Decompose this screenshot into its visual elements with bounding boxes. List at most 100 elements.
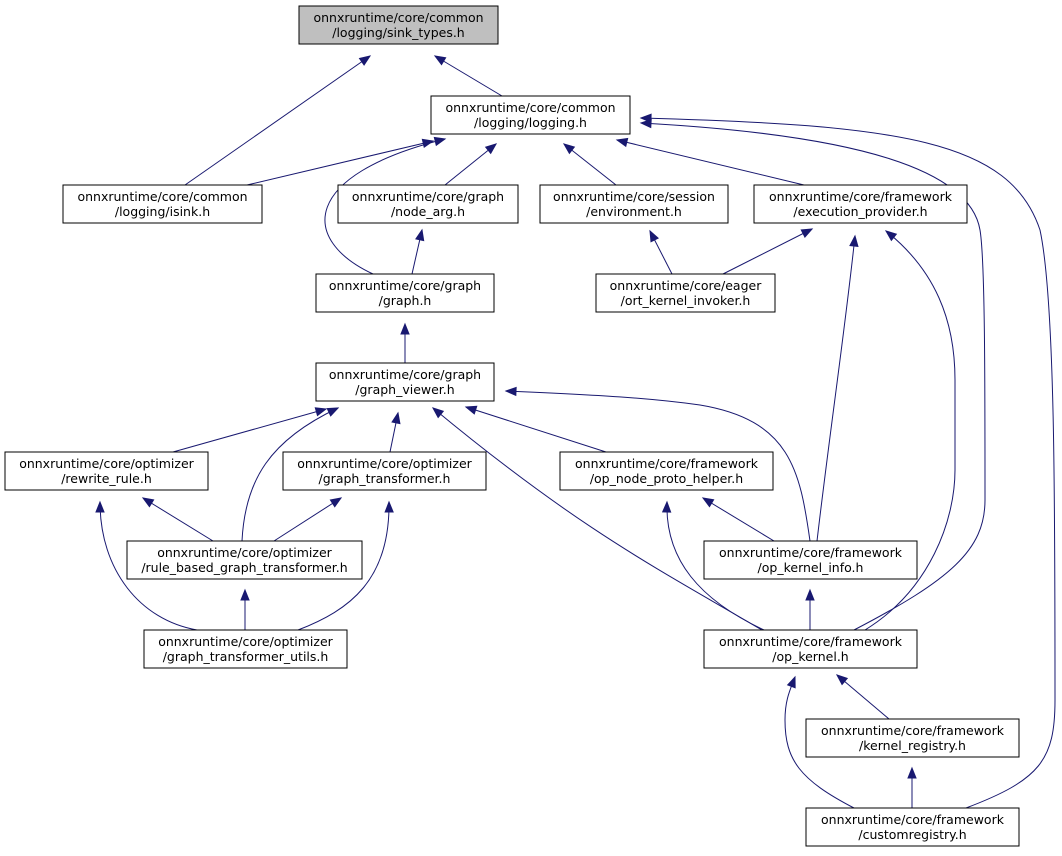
arrowhead-icon	[95, 500, 105, 513]
node-label-line: /environment.h	[586, 204, 682, 219]
node-label-line: onnxruntime/core/framework	[821, 812, 1005, 827]
node-box[interactable]	[315, 362, 495, 402]
edge-op_kernel-to-op_node_proto_helper	[661, 500, 765, 631]
node-node-arg[interactable]: onnxruntime/core/graph/node_arg.h	[337, 184, 519, 224]
edge-line	[640, 122, 986, 631]
node-box[interactable]	[337, 184, 519, 224]
node-label-line: /op_kernel.h	[772, 649, 848, 664]
edge-line	[640, 117, 1056, 809]
edge-line	[172, 408, 327, 453]
edge-line	[616, 139, 805, 186]
node-rewrite-rule[interactable]: onnxruntime/core/optimizer/rewrite_rule.…	[4, 451, 209, 491]
node-graph[interactable]: onnxruntime/core/graph/graph.h	[315, 273, 495, 313]
edge-op_kernel_info-to-graph_viewer	[504, 386, 811, 542]
node-box[interactable]	[4, 451, 209, 491]
edge-op_kernel_info-to-execution_provider	[816, 234, 859, 542]
edge-rule_based_graph_transformer-to-graph_viewer	[241, 407, 340, 542]
node-execution-provider[interactable]: onnxruntime/core/framework/execution_pro…	[753, 184, 968, 224]
node-graph-transformer-utils[interactable]: onnxruntime/core/optimizer/graph_transfo…	[143, 629, 348, 669]
edge-graph_transformer_utils-to-rule_based_graph_transformer	[240, 588, 250, 630]
node-box[interactable]	[703, 540, 918, 580]
node-label-line: onnxruntime/core/graph	[352, 189, 504, 204]
node-box[interactable]	[143, 629, 348, 669]
node-isink[interactable]: onnxruntime/core/common/logging/isink.h	[62, 184, 263, 224]
node-kernel-registry[interactable]: onnxruntime/core/framework/kernel_regist…	[805, 718, 1020, 758]
arrowhead-icon	[504, 386, 517, 397]
node-label-line: onnxruntime/core/framework	[821, 723, 1005, 738]
nodes-layer: onnxruntime/core/common/logging/sink_typ…	[4, 5, 1020, 847]
node-logging[interactable]: onnxruntime/core/common/logging/logging.…	[430, 95, 631, 135]
node-label-line: onnxruntime/core/common	[313, 10, 483, 25]
node-ort-kernel-invoker[interactable]: onnxruntime/core/eager/ort_kernel_invoke…	[595, 273, 776, 313]
node-label-line: /graph_viewer.h	[355, 382, 454, 397]
edge-op_node_proto_helper-to-graph_viewer	[464, 405, 607, 453]
edge-rewrite_rule-to-graph_viewer	[172, 407, 328, 453]
node-box[interactable]	[805, 718, 1020, 758]
edge-op_kernel-to-execution_provider	[864, 230, 956, 631]
node-box[interactable]	[753, 184, 968, 224]
edge-line	[246, 140, 434, 186]
node-label-line: onnxruntime/core/optimizer	[297, 456, 472, 471]
node-label-line: /op_node_proto_helper.h	[590, 471, 743, 486]
node-box[interactable]	[298, 5, 499, 45]
node-box[interactable]	[539, 184, 729, 224]
node-box[interactable]	[805, 807, 1020, 847]
node-sink-types[interactable]: onnxruntime/core/common/logging/sink_typ…	[298, 5, 499, 45]
node-graph-viewer[interactable]: onnxruntime/core/graph/graph_viewer.h	[315, 362, 495, 402]
node-graph-transformer[interactable]: onnxruntime/core/optimizer/graph_transfo…	[282, 451, 487, 491]
node-label-line: onnxruntime/core/common	[77, 189, 247, 204]
edge-line	[666, 501, 765, 631]
node-box[interactable]	[315, 273, 495, 313]
arrowhead-icon	[329, 497, 343, 508]
node-label-line: /op_kernel_info.h	[758, 560, 864, 575]
arrowhead-icon	[884, 230, 898, 242]
node-label-line: /rule_based_graph_transformer.h	[141, 560, 347, 575]
node-box[interactable]	[62, 184, 263, 224]
edge-execution_provider-to-logging	[615, 137, 805, 186]
edge-graph-to-node_arg	[411, 228, 425, 275]
edge-line	[99, 501, 198, 631]
arrowhead-icon	[849, 234, 859, 247]
node-box[interactable]	[703, 629, 918, 669]
node-label-line: /customregistry.h	[858, 827, 966, 842]
node-op-kernel-info[interactable]: onnxruntime/core/framework/op_kernel_inf…	[703, 540, 918, 580]
arrowhead-icon	[639, 113, 652, 124]
node-label-line: /graph.h	[379, 293, 432, 308]
node-label-line: onnxruntime/core/optimizer	[158, 634, 333, 649]
node-op-kernel[interactable]: onnxruntime/core/framework/op_kernel.h	[703, 629, 918, 669]
node-label-line: onnxruntime/core/optimizer	[157, 545, 332, 560]
node-rule-based-graph-transformer[interactable]: onnxruntime/core/optimizer/rule_based_gr…	[126, 540, 363, 580]
node-label-line: /graph_transformer.h	[319, 471, 451, 486]
arrowhead-icon	[358, 55, 372, 66]
arrowhead-icon	[464, 405, 478, 415]
node-label-line: /ort_kernel_invoker.h	[621, 293, 751, 308]
edge-op_kernel_info-to-op_node_proto_helper	[701, 497, 775, 542]
node-box[interactable]	[282, 451, 487, 491]
edge-graph_transformer_utils-to-graph_transformer	[297, 500, 394, 631]
node-customregistry[interactable]: onnxruntime/core/framework/customregistr…	[805, 807, 1020, 847]
arrowhead-icon	[661, 500, 672, 513]
node-environment[interactable]: onnxruntime/core/session/environment.h	[539, 184, 729, 224]
node-box[interactable]	[559, 451, 774, 491]
edge-line	[722, 228, 813, 275]
node-op-node-proto-helper[interactable]: onnxruntime/core/framework/op_node_proto…	[559, 451, 774, 491]
node-label-line: /logging/sink_types.h	[332, 25, 464, 40]
node-box[interactable]	[595, 273, 776, 313]
edge-line	[297, 501, 390, 631]
edge-line	[324, 138, 446, 275]
arrowhead-icon	[431, 407, 445, 419]
node-label-line: onnxruntime/core/framework	[719, 545, 903, 560]
edge-rule_based_graph_transformer-to-rewrite_rule	[141, 497, 214, 542]
edge-line	[465, 406, 607, 453]
edge-ort_kernel_invoker-to-environment	[649, 229, 673, 275]
arrowhead-icon	[649, 229, 660, 243]
arrowhead-icon	[835, 674, 849, 686]
arrowhead-icon	[484, 143, 498, 155]
edge-line	[444, 143, 497, 186]
arrowhead-icon	[615, 137, 629, 148]
node-box[interactable]	[430, 95, 631, 135]
edge-line	[563, 143, 617, 186]
node-box[interactable]	[126, 540, 363, 580]
node-label-line: onnxruntime/core/optimizer	[19, 456, 194, 471]
